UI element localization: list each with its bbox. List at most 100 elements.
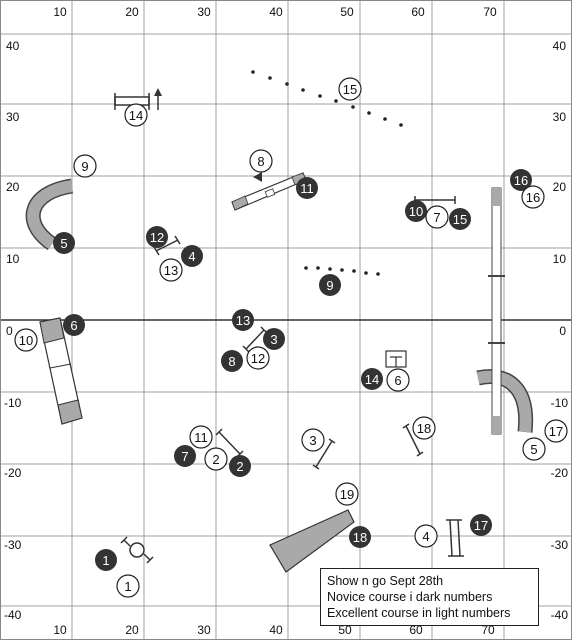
y-left-label: -10: [4, 396, 22, 410]
excellent-label-1: 1: [124, 579, 131, 594]
x-top-label: 10: [53, 5, 67, 19]
tire-jump: [120, 536, 154, 564]
excellent-marker-4: [414, 524, 438, 548]
excellent-label-15: 15: [343, 82, 357, 97]
x-top-label: 40: [269, 5, 283, 19]
weave-poles-middle: [304, 266, 380, 276]
y-right-label: 10: [553, 252, 567, 266]
excellent-marker-13: [159, 258, 183, 282]
excellent-marker-11: [189, 425, 213, 449]
excellent-label-8: 8: [257, 154, 264, 169]
start-arrow-icon: [253, 172, 262, 182]
svg-text:9: 9: [326, 278, 333, 293]
x-bottom-label: 50: [338, 623, 352, 637]
novice-marker-1: 1: [95, 549, 117, 571]
excellent-marker-5: [522, 437, 546, 461]
excellent-marker-1: [116, 574, 140, 598]
svg-text:10: 10: [409, 204, 423, 219]
novice-marker-12: 12: [146, 226, 168, 248]
svg-text:4: 4: [188, 249, 195, 264]
legend-title: Show n go Sept 28th: [327, 574, 444, 588]
x-top-label: 70: [483, 5, 497, 19]
y-right-label: -10: [551, 396, 569, 410]
y-left-label: -40: [4, 608, 22, 622]
svg-text:8: 8: [228, 354, 235, 369]
excellent-label-7: 7: [433, 210, 440, 225]
y-right-label: 20: [553, 180, 567, 194]
novice-marker-16: 16: [510, 169, 532, 191]
svg-text:12: 12: [150, 230, 164, 245]
novice-marker-2: 2: [229, 455, 251, 477]
dog-walk: [488, 187, 505, 435]
svg-text:1: 1: [102, 553, 109, 568]
novice-marker-4: 4: [181, 245, 203, 267]
pause-table: [385, 350, 407, 368]
novice-marker-18: 18: [349, 526, 371, 548]
x-top-label: 30: [197, 5, 211, 19]
novice-marker-6: 6: [63, 314, 85, 336]
novice-marker-15: [449, 208, 471, 230]
excellent-label-13: 13: [164, 263, 178, 278]
double-jump: [446, 519, 464, 557]
excellent-label-18: 18: [417, 421, 431, 436]
svg-text:6: 6: [70, 318, 77, 333]
y-left-label: -20: [4, 466, 22, 480]
novice-marker-11: 11: [296, 177, 318, 199]
svg-text:13: 13: [236, 313, 250, 328]
x-bottom-label: 60: [409, 623, 423, 637]
excellent-marker-6: [386, 368, 410, 392]
excellent-label-16: 16: [526, 190, 540, 205]
excellent-marker-14: [124, 103, 148, 127]
y-left-label: 0: [6, 324, 13, 338]
legend-excellent: Excellent course in light numbers: [327, 606, 511, 620]
teeter: [231, 172, 307, 211]
novice-marker-14: 14: [361, 368, 383, 390]
excellent-label-14: 14: [129, 108, 143, 123]
excellent-label-4: 4: [422, 529, 429, 544]
x-bottom-label: 30: [197, 623, 211, 637]
excellent-marker-12: [246, 346, 270, 370]
excellent-label-19: 19: [340, 487, 354, 502]
legend-box: Show n go Sept 28th Novice course i dark…: [320, 568, 539, 626]
excellent-label-5: 5: [530, 442, 537, 457]
svg-text:18: 18: [353, 530, 367, 545]
y-right-label: 40: [553, 39, 567, 53]
x-bottom-label: 70: [481, 623, 495, 637]
y-left-label: -30: [4, 538, 22, 552]
y-left-label: 20: [6, 180, 20, 194]
y-left-label: 40: [6, 39, 20, 53]
y-right-label: -20: [551, 466, 569, 480]
x-bottom-label: 10: [53, 623, 67, 637]
novice-label-15: 15: [453, 212, 467, 227]
a-frame: [39, 317, 83, 425]
excellent-marker-16: [521, 185, 545, 209]
excellent-label-17: 17: [549, 424, 563, 439]
y-right-label: -30: [551, 538, 569, 552]
svg-text:3: 3: [270, 332, 277, 347]
svg-text:5: 5: [60, 236, 67, 251]
excellent-marker-3: [301, 428, 325, 452]
excellent-marker-7: [425, 205, 449, 229]
novice-marker-5: 5: [53, 232, 75, 254]
x-bottom-label: 40: [269, 623, 283, 637]
y-right-label: -40: [551, 608, 569, 622]
x-top-label: 20: [125, 5, 139, 19]
novice-marker-13: 13: [232, 309, 254, 331]
excellent-label-12: 12: [251, 351, 265, 366]
excellent-label-3: 3: [309, 433, 316, 448]
excellent-marker-8: [249, 149, 273, 173]
x-bottom-label: 20: [125, 623, 139, 637]
svg-text:7: 7: [181, 449, 188, 464]
weave-poles-top: [251, 70, 403, 127]
excellent-marker-19: [335, 482, 359, 506]
novice-marker-10: 10: [405, 200, 427, 222]
svg-text:16: 16: [514, 173, 528, 188]
y-right-label: 0: [559, 324, 566, 338]
excellent-marker-10: [14, 328, 38, 352]
excellent-label-9: 9: [81, 159, 88, 174]
novice-marker-3: 3: [263, 328, 285, 350]
y-right-label: 30: [553, 110, 567, 124]
novice-marker-7: 7: [174, 445, 196, 467]
chute-tunnel: [269, 509, 355, 573]
svg-text:2: 2: [236, 459, 243, 474]
